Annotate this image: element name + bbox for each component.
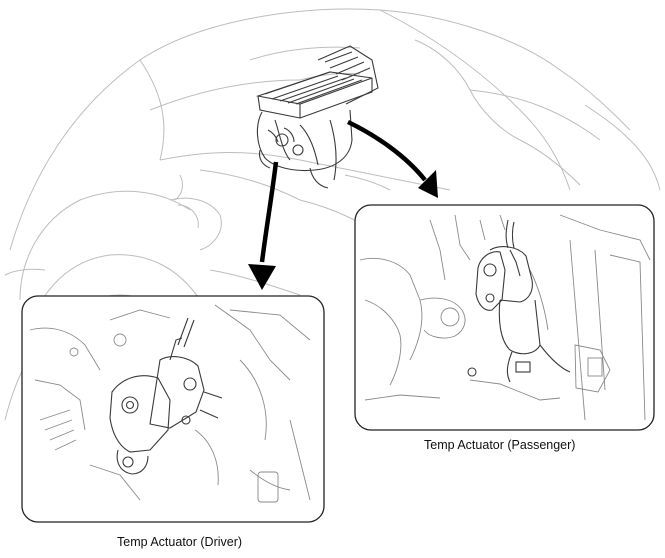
- hvac-unit-illustration: [255, 45, 379, 189]
- passenger-background-parts: [359, 214, 651, 421]
- passenger-actuator-caption: Temp Actuator (Passenger): [424, 438, 576, 452]
- arrow-to-passenger-actuator: [347, 119, 438, 198]
- driver-background-parts: [29, 304, 311, 503]
- driver-actuator-caption: Temp Actuator (Driver): [117, 535, 243, 549]
- arrow-to-driver-actuator: [248, 161, 279, 290]
- passenger-temp-actuator: [467, 219, 571, 383]
- driver-detail-panel: [21, 295, 325, 523]
- driver-temp-actuator: [109, 317, 223, 475]
- passenger-detail-panel: [354, 204, 655, 431]
